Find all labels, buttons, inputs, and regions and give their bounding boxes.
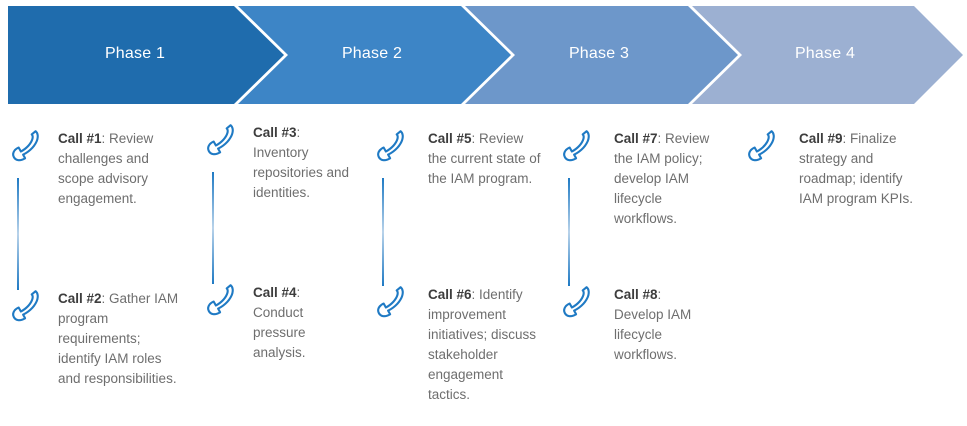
call-separator-9: : bbox=[842, 131, 851, 146]
call-body-2: Gather IAM program requirements; identif… bbox=[58, 291, 179, 386]
phase-arrow-4[interactable] bbox=[692, 6, 963, 104]
phone-call-icon bbox=[203, 120, 243, 160]
phase-arrow-1[interactable] bbox=[8, 6, 284, 104]
call-number-1: Call #1 bbox=[58, 131, 102, 146]
call-number-2: Call #2 bbox=[58, 291, 102, 306]
call-text-1: Call #1: Review challenges and scope adv… bbox=[58, 129, 176, 209]
call-text-9: Call #9: Finalize strategy and roadmap; … bbox=[799, 129, 914, 209]
connector-line-column-4 bbox=[568, 178, 570, 286]
call-separator-3: : bbox=[296, 125, 301, 140]
call-separator-1: : bbox=[101, 131, 110, 146]
call-separator-7: : bbox=[657, 131, 666, 146]
call-body-1: Review challenges and scope advisory eng… bbox=[58, 131, 154, 206]
call-number-9: Call #9 bbox=[799, 131, 843, 146]
phone-call-icon bbox=[559, 282, 599, 322]
call-text-8: Call #8: Develop IAM lifecycle workflows… bbox=[614, 285, 714, 365]
call-body-5: Review the current state of the IAM prog… bbox=[428, 131, 541, 186]
call-number-7: Call #7 bbox=[614, 131, 658, 146]
connector-line-column-1 bbox=[17, 178, 19, 290]
call-separator-4: : bbox=[296, 285, 301, 300]
call-number-3: Call #3 bbox=[253, 125, 297, 140]
call-separator-8: : bbox=[657, 287, 662, 302]
connector-line-column-2 bbox=[212, 172, 214, 284]
call-separator-2: : bbox=[101, 291, 110, 306]
call-body-6: Identify improvement initiatives; discus… bbox=[428, 287, 537, 402]
call-text-4: Call #4: Conduct pressure analysis. bbox=[253, 283, 348, 363]
connector-line-column-3 bbox=[382, 178, 384, 286]
call-separator-5: : bbox=[471, 131, 480, 146]
phone-call-icon bbox=[8, 286, 48, 326]
phone-call-icon bbox=[744, 126, 784, 166]
call-text-3: Call #3: Inventory repositories and iden… bbox=[253, 123, 358, 203]
call-body-4: Conduct pressure analysis. bbox=[253, 305, 306, 360]
call-text-2: Call #2: Gather IAM program requirements… bbox=[58, 289, 180, 389]
phase-arrow-2[interactable] bbox=[238, 6, 511, 104]
phone-call-icon bbox=[559, 126, 599, 166]
call-text-7: Call #7: Review the IAM policy; develop … bbox=[614, 129, 724, 229]
phase-arrow-3[interactable] bbox=[465, 6, 738, 104]
call-text-6: Call #6: Identify improvement initiative… bbox=[428, 285, 538, 405]
call-body-7: Review the IAM policy; develop IAM lifec… bbox=[614, 131, 710, 226]
phone-call-icon bbox=[373, 282, 413, 322]
call-text-5: Call #5: Review the current state of the… bbox=[428, 129, 544, 189]
call-body-9: Finalize strategy and roadmap; identify … bbox=[799, 131, 914, 206]
call-number-5: Call #5 bbox=[428, 131, 472, 146]
call-body-8: Develop IAM lifecycle workflows. bbox=[614, 307, 692, 362]
phone-call-icon bbox=[373, 126, 413, 166]
call-body-3: Inventory repositories and identities. bbox=[253, 145, 350, 200]
call-number-4: Call #4 bbox=[253, 285, 297, 300]
call-number-8: Call #8 bbox=[614, 287, 658, 302]
phone-call-icon bbox=[203, 280, 243, 320]
call-number-6: Call #6 bbox=[428, 287, 472, 302]
call-separator-6: : bbox=[471, 287, 480, 302]
phase-arrows-shape bbox=[8, 6, 963, 104]
phone-call-icon bbox=[8, 126, 48, 166]
phase-banner: Phase 1 Phase 2 Phase 3 Phase 4 bbox=[0, 0, 967, 110]
